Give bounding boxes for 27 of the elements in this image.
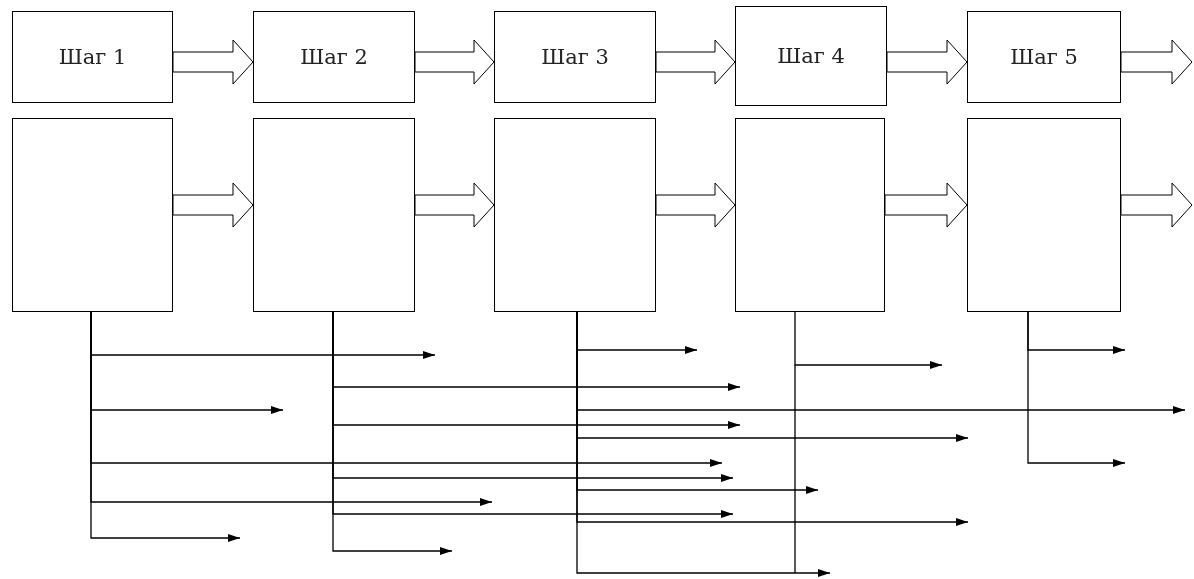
block-arrow [886, 39, 968, 85]
step-box [735, 6, 887, 106]
block-arrow [1120, 182, 1193, 228]
step-label: Шаг 2 [300, 45, 368, 69]
empty-box [494, 118, 656, 312]
empty-box [12, 118, 173, 312]
step-label: Шаг 3 [541, 45, 609, 69]
empty-box [967, 118, 1121, 312]
step-label: Шаг 5 [1010, 45, 1078, 69]
step-box [12, 11, 173, 103]
block-arrow [172, 39, 254, 85]
empty-box [253, 118, 415, 312]
block-arrow [884, 182, 968, 228]
block-arrow [172, 182, 254, 228]
block-arrow [414, 39, 495, 85]
block-arrow [655, 39, 736, 85]
arrow [794, 311, 943, 369]
step-box [494, 11, 656, 103]
empty-box [735, 118, 885, 312]
block-arrow [414, 182, 495, 228]
step-label: Шаг 4 [777, 44, 845, 68]
step-label: Шаг 1 [58, 45, 127, 69]
block-arrow [655, 182, 736, 228]
block-arrow [1120, 39, 1193, 85]
arrow [1027, 311, 1126, 467]
step-box [253, 11, 415, 103]
step-box [967, 11, 1121, 103]
